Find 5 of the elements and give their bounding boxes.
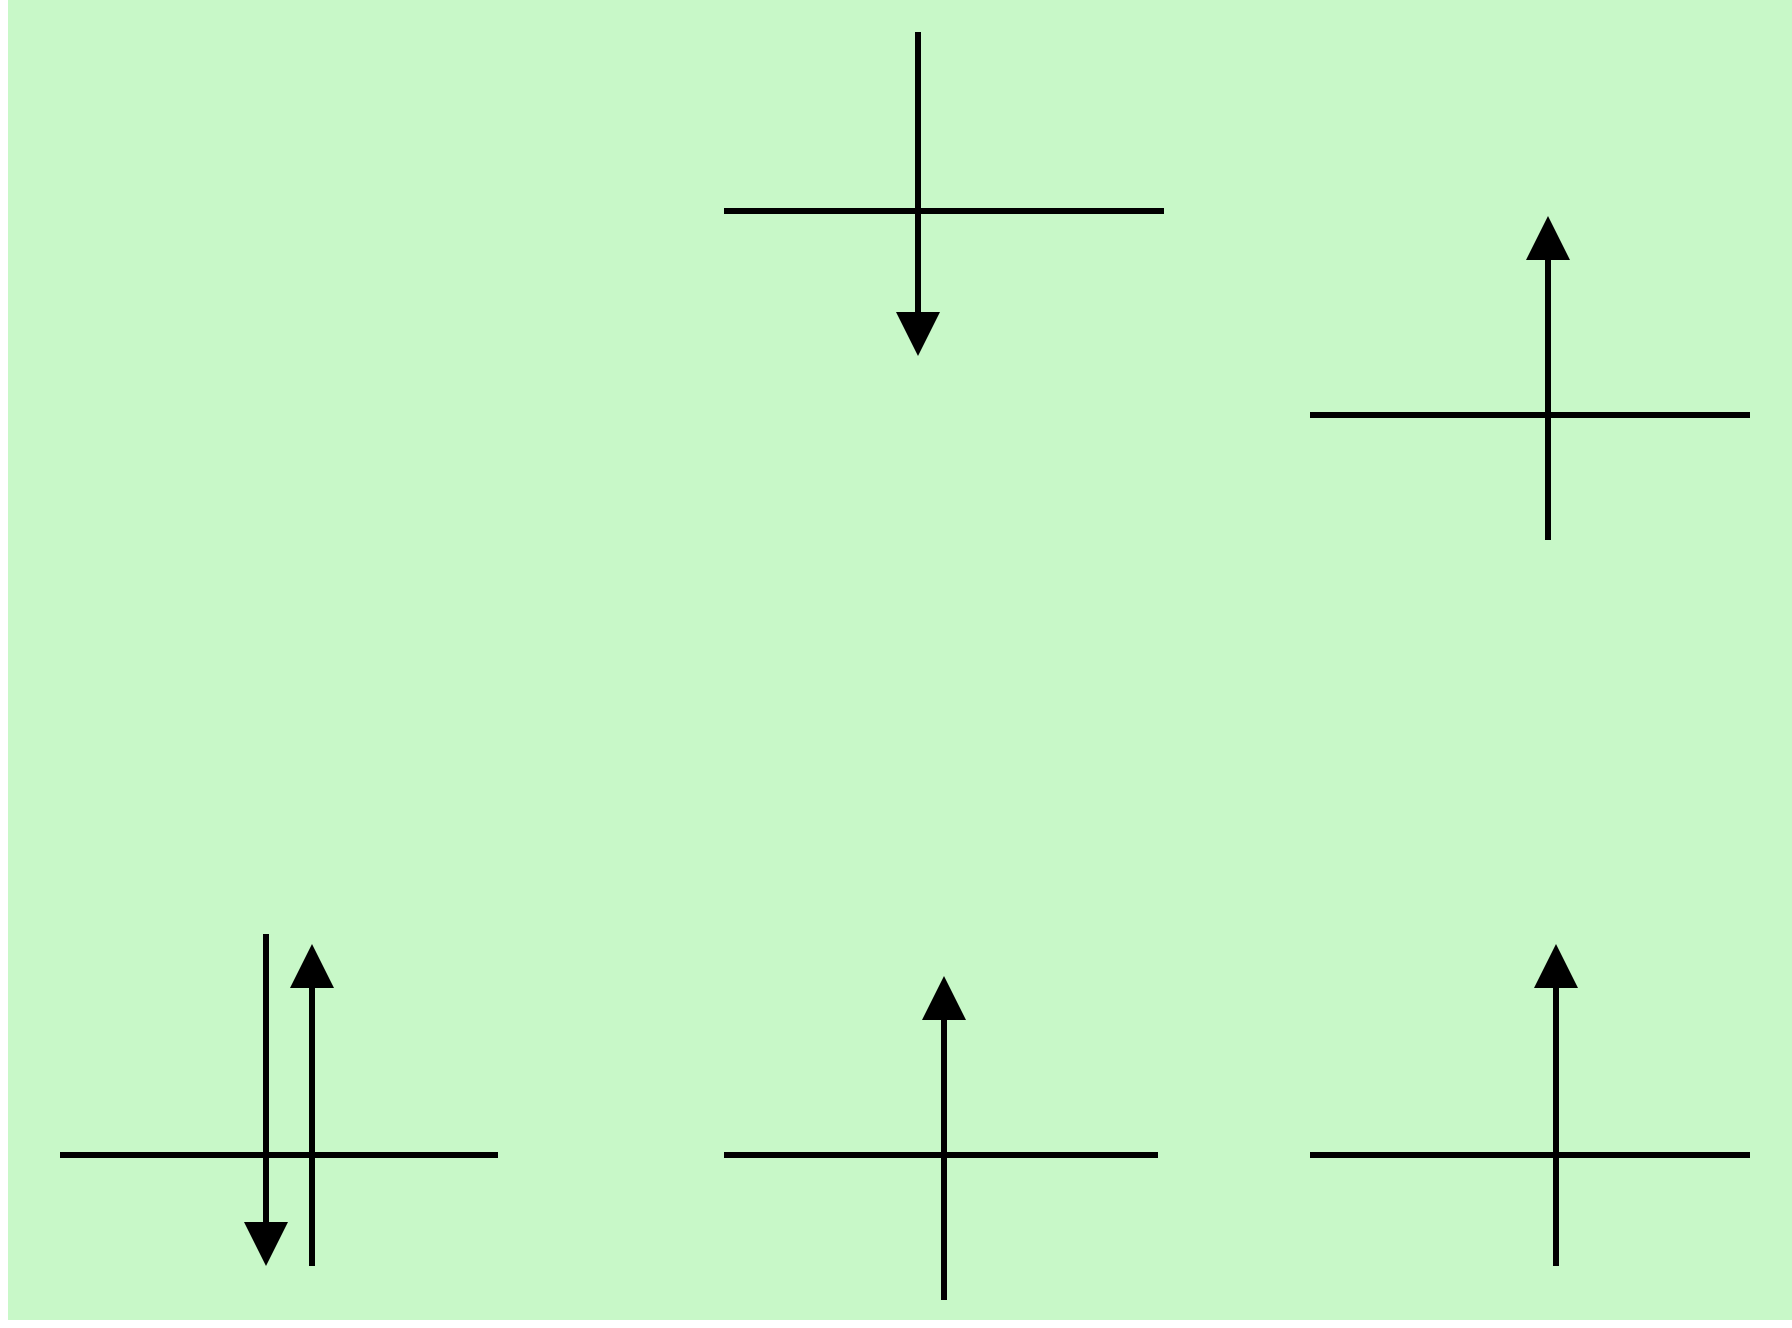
orbital-line [724, 208, 1164, 214]
orbital-line [1310, 412, 1750, 418]
orbital-line [60, 1152, 498, 1158]
orbital-line [724, 1152, 1158, 1158]
orbital-line [1310, 1152, 1750, 1158]
